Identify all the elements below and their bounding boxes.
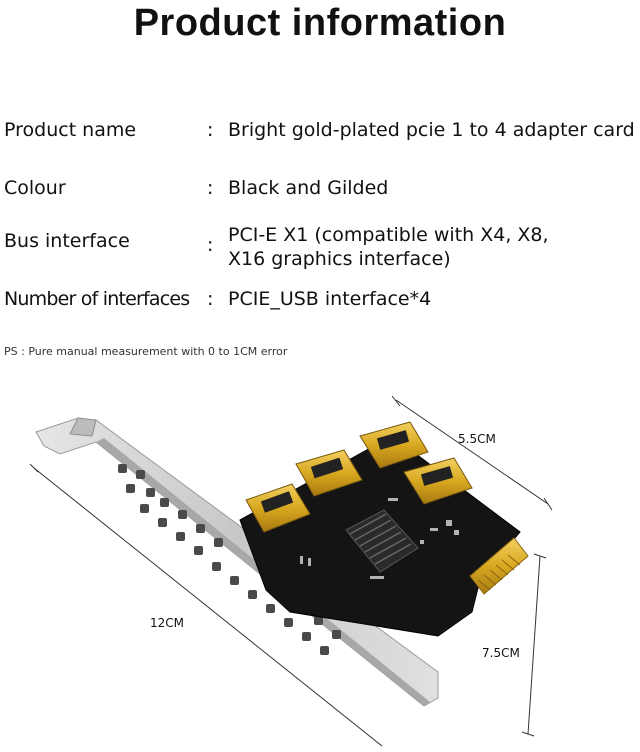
spec-value: PCI-E X1 (compatible with X4, X8, bbox=[228, 224, 549, 246]
spec-colon: : bbox=[207, 119, 214, 141]
spec-label: Colour bbox=[4, 177, 66, 199]
measurement-note: PS : Pure manual measurement with 0 to 1… bbox=[4, 345, 288, 358]
spec-colon: : bbox=[207, 177, 214, 199]
usb-port bbox=[295, 449, 363, 497]
spec-value-continued: X16 graphics interface) bbox=[228, 248, 451, 270]
heatsink bbox=[345, 509, 419, 573]
pcb-board bbox=[239, 421, 529, 637]
spec-label: Bus interface bbox=[4, 230, 130, 252]
spec-colon: : bbox=[207, 234, 214, 256]
height-dimension-label: 7.5CM bbox=[482, 646, 520, 660]
spec-colon: : bbox=[207, 288, 214, 310]
spec-value: PCIE_USB interface*4 bbox=[228, 288, 432, 310]
product-illustration bbox=[29, 395, 553, 747]
usb-port bbox=[245, 483, 311, 533]
vent-holes bbox=[118, 464, 341, 655]
page-title: Product information bbox=[133, 2, 507, 44]
usb-port bbox=[403, 457, 473, 505]
spec-label: Number of interfaces bbox=[4, 288, 190, 310]
width-dimension-label: 5.5CM bbox=[458, 432, 496, 446]
spec-label: Product name bbox=[4, 119, 137, 141]
usb-port bbox=[359, 421, 429, 469]
length-dimension-label: 12CM bbox=[150, 616, 185, 630]
spec-value: Bright gold-plated pcie 1 to 4 adapter c… bbox=[228, 119, 635, 141]
dimension-lines bbox=[29, 395, 553, 747]
spec-value: Black and Gilded bbox=[228, 177, 389, 199]
pcie-edge-connector bbox=[469, 537, 529, 595]
